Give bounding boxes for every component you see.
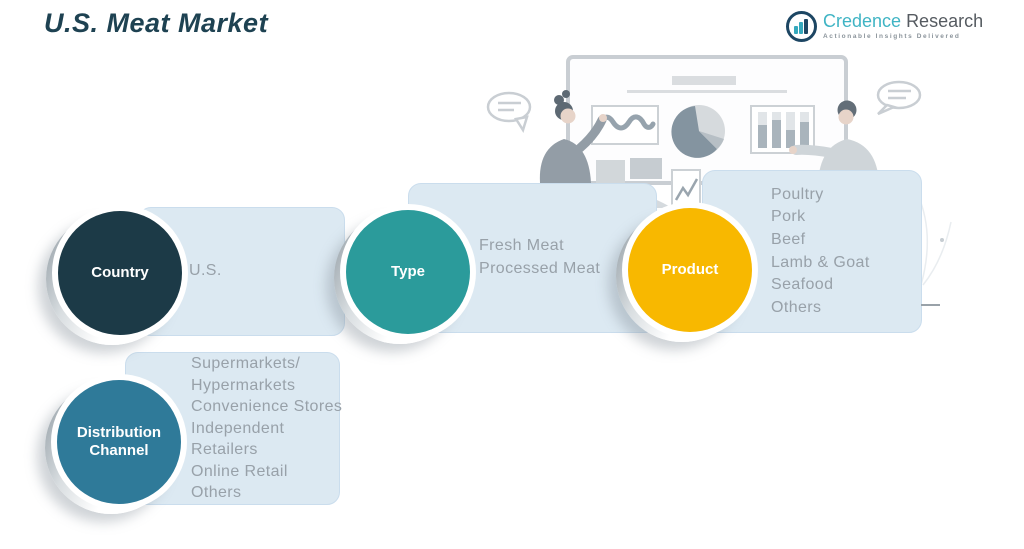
bar-chart-icon <box>750 105 815 154</box>
logo-brand-primary: Credence <box>823 11 902 31</box>
dot-decoration <box>940 238 944 242</box>
product-item: Lamb & Goat <box>771 253 870 271</box>
type-item: Fresh Meat <box>479 237 564 255</box>
product-item: Others <box>771 298 822 316</box>
logo-wordmark: Credence Research <box>823 11 983 31</box>
whiteboard-icon <box>566 55 848 185</box>
distribution-item: Independent <box>191 419 285 437</box>
country-item: U.S. <box>189 262 222 280</box>
whiteboard-presentation-illustration <box>486 55 952 301</box>
distribution-item: Retailers <box>191 441 258 459</box>
logo-tagline: Actionable Insights Delivered <box>823 33 961 40</box>
placeholder-block <box>630 158 662 179</box>
product-item: Beef <box>771 230 806 248</box>
presenter-woman-illustration <box>539 90 607 183</box>
distribution-item: Convenience Stores <box>191 398 343 416</box>
bar-chart-logo-icon <box>786 11 817 42</box>
placeholder-block <box>596 160 625 183</box>
country-segment-circle: Country <box>58 211 182 335</box>
distribution-item: Hypermarkets <box>191 376 296 394</box>
type-item: Processed Meat <box>479 260 601 277</box>
logo-brand-secondary: Research <box>906 11 984 31</box>
distribution-item: Supermarkets/ <box>191 355 301 373</box>
dash-decoration <box>921 304 940 306</box>
distribution-item: Online Retail <box>191 462 288 480</box>
sparkline-card-icon <box>671 169 701 207</box>
distribution-channel-segment-circle: Distribution Channel <box>57 380 181 504</box>
speech-bubble-right-icon <box>876 80 922 116</box>
product-segment-circle: Product <box>628 208 752 332</box>
distribution-item: Others <box>191 484 242 502</box>
pie-chart-icon <box>671 105 725 158</box>
type-segment-circle: Type <box>346 210 470 334</box>
product-item: Poultry <box>771 185 824 203</box>
credence-research-logo: Credence Research Actionable Insights De… <box>786 11 983 42</box>
speech-bubble-left-icon <box>486 91 532 133</box>
product-item: Seafood <box>771 276 834 294</box>
page-title: U.S. Meat Market <box>44 8 269 38</box>
product-item: Pork <box>771 208 806 226</box>
